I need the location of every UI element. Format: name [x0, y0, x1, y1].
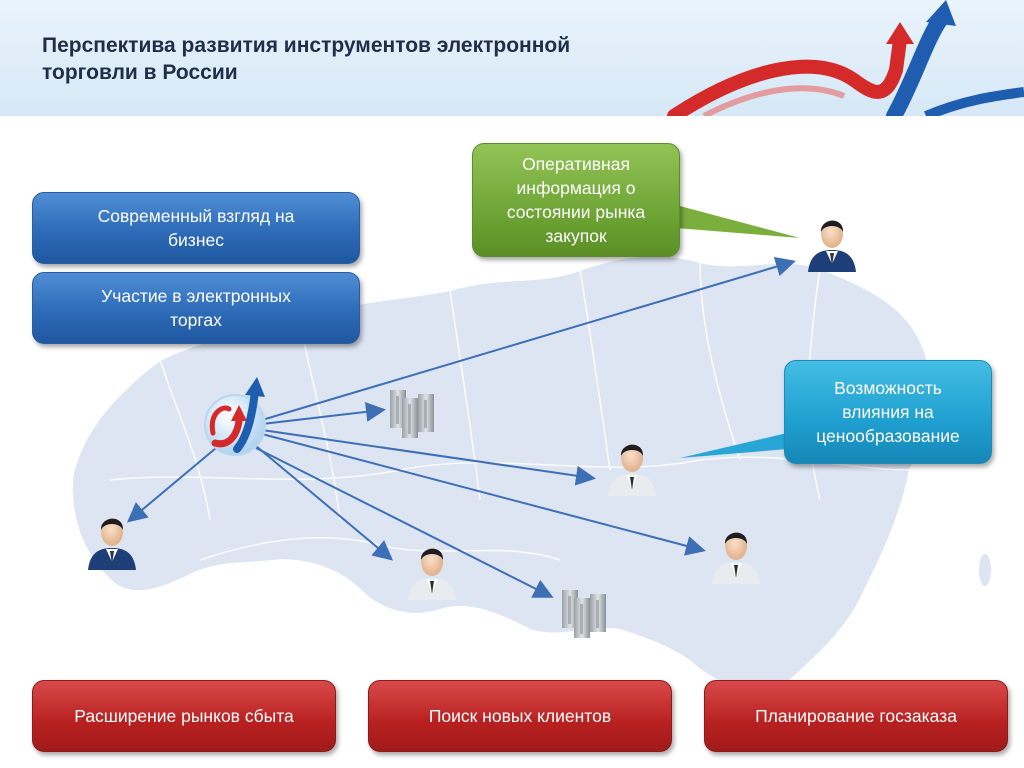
box-market-expansion-label: Расширение рынков сбыта	[74, 706, 294, 726]
person-icon	[808, 220, 856, 272]
box-operative-info-line-2: информация о	[516, 178, 636, 198]
arrow-to-top-person	[261, 256, 796, 421]
logo-icon	[204, 377, 266, 456]
connection-arrows	[126, 256, 796, 598]
box-operative-info-line-3: состоянии рынка	[506, 202, 646, 222]
box-price-influence-line-3: ценообразование	[816, 426, 960, 446]
box-operative-info-line-1: Оперативная	[522, 154, 630, 174]
box-state-order-label: Планирование госзаказа	[755, 706, 957, 726]
header-arrows-icon	[667, 0, 1024, 116]
title-line-2: торговли в России	[42, 61, 238, 84]
box-modern-view-line-1: Современный взгляд на	[97, 206, 295, 226]
arrow-to-left-person	[126, 447, 217, 523]
box-market-expansion: Расширение рынков сбыта	[32, 680, 336, 752]
tail-price-influence	[680, 430, 800, 458]
box-price-influence-line-1: Возможность	[834, 378, 942, 398]
box-price-influence: Возможность влияния на ценообразование	[784, 360, 992, 464]
arrow-to-buildings-2	[255, 447, 554, 598]
box-modern-view-line-2: бизнес	[168, 230, 224, 250]
russia-map	[70, 254, 932, 695]
arrow-to-buildings-1	[261, 401, 386, 425]
box-participation-line-1: Участие в электронных	[101, 286, 291, 306]
arrow-to-center-person	[261, 429, 596, 486]
box-state-order: Планирование госзаказа	[704, 680, 1008, 752]
box-price-influence-line-2: влияния на	[842, 402, 934, 422]
box-new-clients: Поиск новых клиентов	[368, 680, 672, 752]
page-title: Перспектива развития инструментов электр…	[42, 32, 662, 86]
tail-operative-info	[676, 205, 800, 238]
title-line-1: Перспектива развития инструментов электр…	[42, 34, 571, 57]
arrow-to-bottom-person	[255, 445, 394, 561]
box-participation-line-2: торгах	[170, 310, 222, 330]
box-operative-info-line-4: закупок	[545, 226, 607, 246]
header-banner: Перспектива развития инструментов электр…	[0, 0, 1024, 116]
box-new-clients-label: Поиск новых клиентов	[428, 706, 612, 726]
box-operative-info: Оперативная информация о состоянии рынка…	[472, 143, 680, 257]
arrow-to-right-person	[261, 433, 706, 556]
box-participation: Участие в электронных торгах	[32, 272, 360, 344]
box-modern-view: Современный взгляд на бизнес	[32, 192, 360, 264]
